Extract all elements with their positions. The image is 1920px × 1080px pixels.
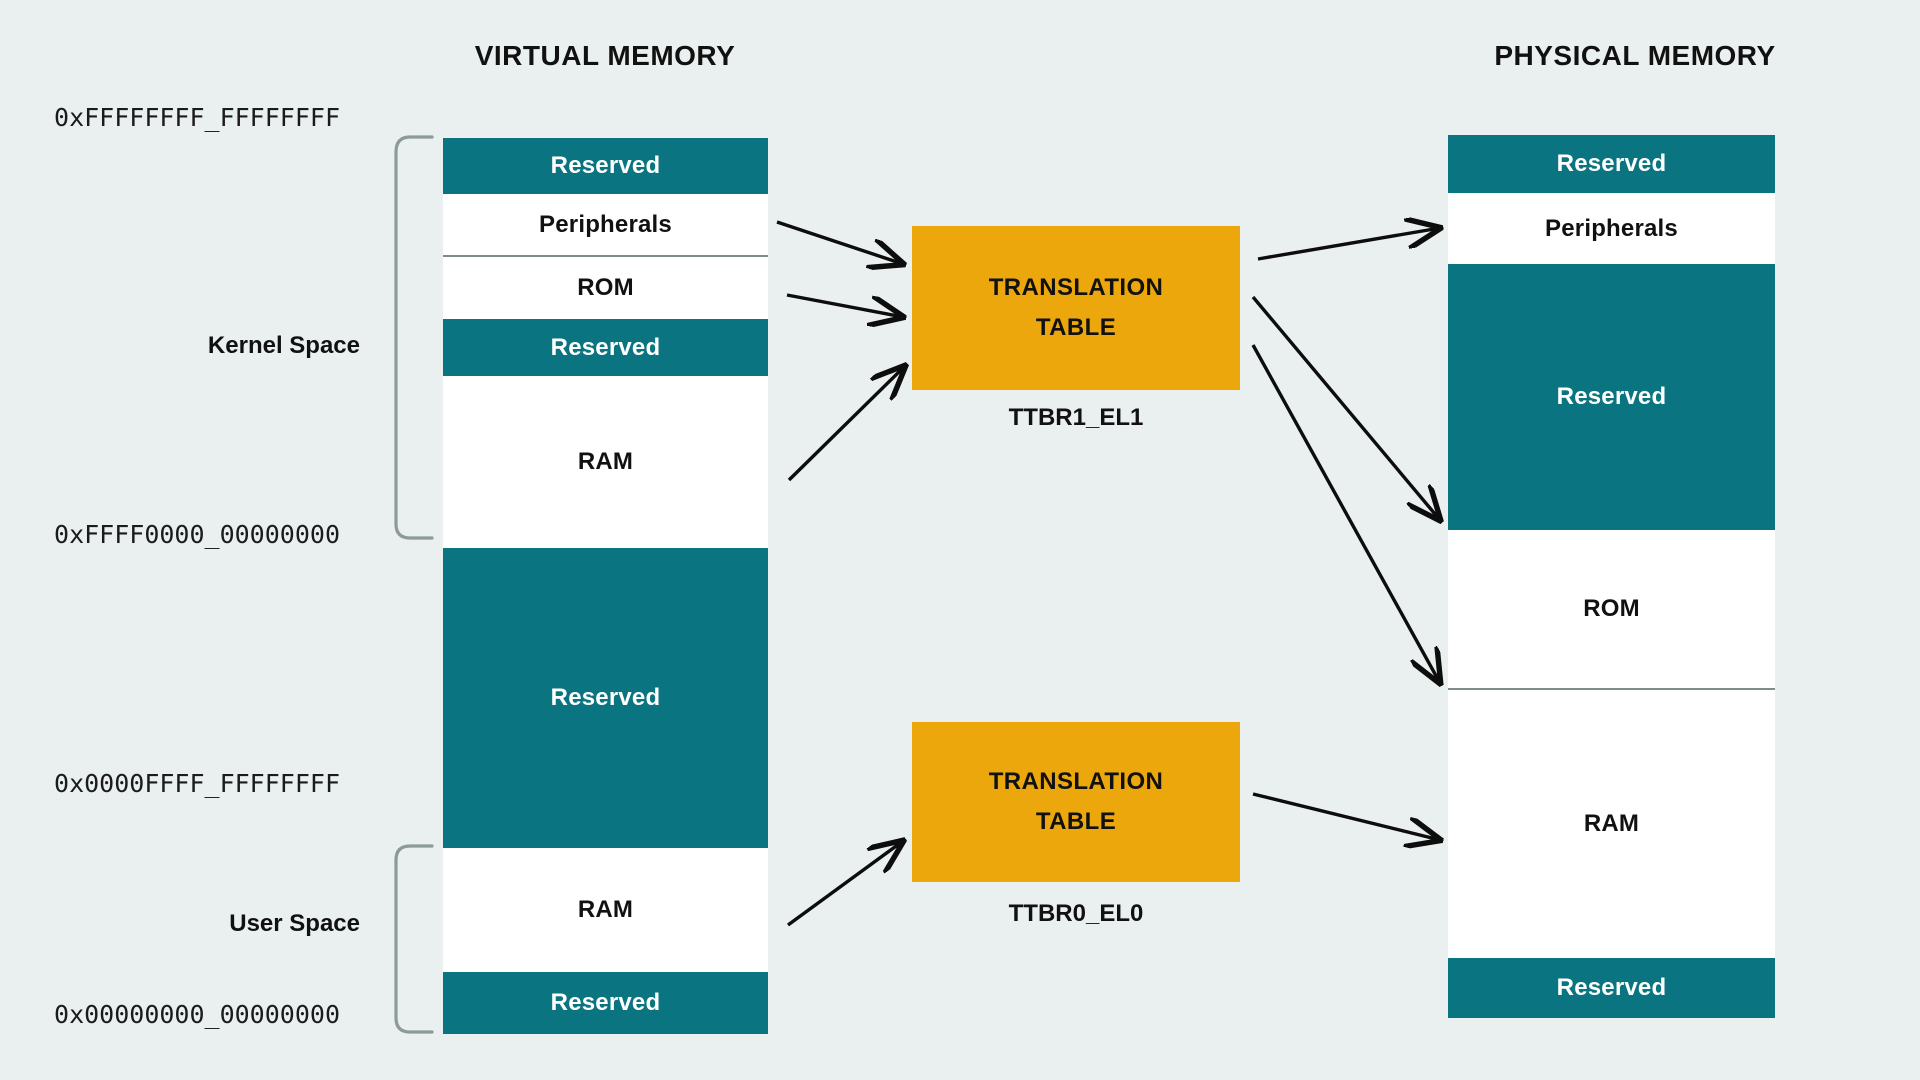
pm-divider-rom-ram xyxy=(1448,688,1775,690)
arrow-ttbr0-to-ram xyxy=(1252,792,1440,840)
vm-block-reserved-top: Reserved xyxy=(443,138,768,194)
arrow-ram-to-ttbr1 xyxy=(787,366,905,482)
arrow-ttbr1-to-peripherals xyxy=(1257,228,1440,261)
pm-block-reserved-bottom: Reserved xyxy=(1448,958,1775,1018)
physical-memory-title: PHYSICAL MEMORY xyxy=(1494,40,1776,71)
vm-block-reserved-bottom: Reserved xyxy=(443,972,768,1034)
vm-block-reserved-mid: Reserved xyxy=(443,319,768,376)
ttbr1-caption: TTBR1_EL1 xyxy=(1008,404,1144,431)
pm-block-ram: RAM xyxy=(1448,690,1775,958)
arrow-ttbr1-to-ram xyxy=(1251,344,1440,683)
ttbr0-caption: TTBR0_EL0 xyxy=(1008,900,1144,927)
kernel-space-bracket xyxy=(394,135,434,540)
tt1-line2: TABLE xyxy=(1035,314,1117,341)
kernel-space-label: Kernel Space xyxy=(207,332,360,359)
tt0-line2: TABLE xyxy=(1035,808,1117,835)
tt0-line1: TRANSLATION xyxy=(988,768,1164,796)
vm-block-ram-kernel: RAM xyxy=(443,376,768,548)
virtual-memory-title: VIRTUAL MEMORY xyxy=(474,40,736,71)
arrow-rom-to-ttbr1 xyxy=(786,293,903,317)
translation-table-ttbr0[interactable]: TRANSLATION TABLE xyxy=(912,722,1240,882)
pm-block-rom: ROM xyxy=(1448,530,1775,688)
translation-table-ttbr1[interactable]: TRANSLATION TABLE xyxy=(912,226,1240,390)
vm-block-ram-user: RAM xyxy=(443,848,768,972)
address-label-user-top: 0x0000FFFF_FFFFFFFF xyxy=(54,769,340,798)
vm-divider-peripherals-rom xyxy=(443,255,768,257)
address-label-bottom: 0x00000000_00000000 xyxy=(54,1000,340,1029)
vm-block-rom: ROM xyxy=(443,257,768,319)
arrow-ram-user-to-ttbr0 xyxy=(786,841,903,927)
tt1-line1: TRANSLATION xyxy=(988,274,1164,302)
vm-block-peripherals: Peripherals xyxy=(443,194,768,255)
pm-block-reserved-top: Reserved xyxy=(1448,135,1775,193)
user-space-bracket xyxy=(394,844,434,1034)
address-label-kernel-base: 0xFFFF0000_00000000 xyxy=(54,520,340,549)
pm-block-reserved-large: Reserved xyxy=(1448,264,1775,530)
vm-block-reserved-large: Reserved xyxy=(443,548,768,848)
address-label-top: 0xFFFFFFFF_FFFFFFFF xyxy=(54,103,340,132)
arrow-peripherals-to-ttbr1 xyxy=(776,220,903,264)
arrow-ttbr1-to-rom xyxy=(1251,295,1440,520)
user-space-label: User Space xyxy=(229,910,360,937)
pm-block-peripherals: Peripherals xyxy=(1448,193,1775,264)
